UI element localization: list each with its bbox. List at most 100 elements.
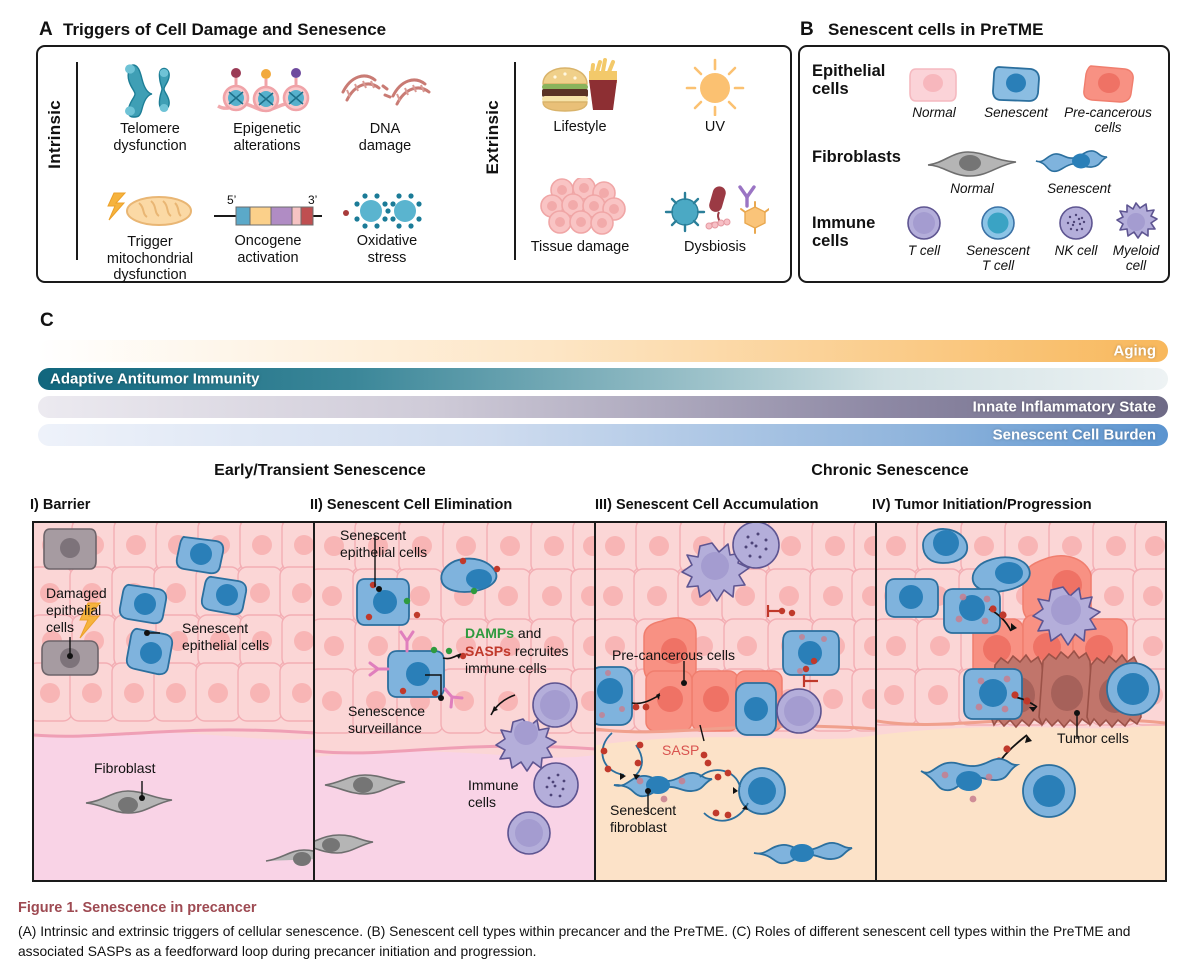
fibroblast-label: Fibroblast <box>94 760 156 776</box>
panel-b-senescent-t-cell: Senescent T cell <box>958 204 1038 274</box>
panel-b-senescent-epithelial-cell: Senescent <box>977 62 1055 121</box>
tumor-cells-label: Tumor cells <box>1057 730 1129 746</box>
panel-b-senescent-epithelial-cell-label: Senescent <box>984 105 1048 120</box>
panel-b-row-epithelial-label: Epithelial cells <box>812 62 886 99</box>
sasps-label: SASPs <box>465 642 511 659</box>
myeloid-cell-icon <box>1106 202 1166 242</box>
bar-senescent-cell-burden: Senescent Cell Burden <box>38 424 1168 446</box>
panel-b-precancerous-cell-label: Pre-cancerous cells <box>1064 105 1152 135</box>
panel-b-title: Senescent cells in PreTME <box>828 20 1044 39</box>
panel-b-t-cell-label: T cell <box>907 243 941 258</box>
tissue-cluster-icon <box>518 178 642 236</box>
bar-innate-inflammatory-state-label: Innate Inflammatory State <box>972 398 1156 416</box>
senescent-fibroblast-label: Senescent fibroblast <box>610 802 677 835</box>
pre-cancerous-cells-label: Pre-cancerous cells <box>612 647 735 663</box>
trigger-epigenetic-alterations: Epigenetic alterations <box>212 60 322 154</box>
senescent-epithelial-cells-label: Senescent epithelial cells <box>182 620 270 653</box>
recruites-label: recruites <box>514 642 569 659</box>
panel-b-normal-epithelial-cell-label: Normal <box>912 105 956 120</box>
immune-cells-text-label: immune cells <box>465 660 547 676</box>
scene-4-header: IV) Tumor Initiation/Progression <box>872 497 1092 513</box>
caption-body: (A) Intrinsic and extrinsic triggers of … <box>18 924 1131 959</box>
scene-senescent-cell-accumulation <box>594 521 879 882</box>
trigger-dna-damage-label: DNA damage <box>358 121 412 154</box>
chromosome-icon <box>95 60 205 118</box>
svg-text:5’: 5’ <box>227 193 236 207</box>
panel-a-group-intrinsic-label: Intrinsic <box>45 100 64 169</box>
bar-adaptive-antitumor-immunity-label: Adaptive Antitumor Immunity <box>50 370 260 388</box>
damps-sasps-annotation: DAMPs and SASPs recruites immune cells <box>465 625 595 678</box>
panel-b-letter: B <box>800 19 814 40</box>
panel-c-letter: C <box>40 310 54 331</box>
panel-b-normal-fibroblast: Normal <box>925 146 1019 197</box>
trigger-lifestyle: Lifestyle <box>525 58 635 136</box>
panel-b-normal-fibroblast-label: Normal <box>950 181 994 196</box>
trigger-oncogene-activation: 5’ 3’ Oncogene activation <box>210 190 326 266</box>
stage-early-transient-senescence: Early/Transient Senescence <box>214 462 426 479</box>
senescent-epithelial-cells-label-2: Senescent epithelial cells <box>340 527 428 560</box>
burger-fries-icon <box>525 58 635 116</box>
t-cell-icon <box>896 204 952 242</box>
caption-title: Figure 1. Senescence in precancer <box>18 900 257 916</box>
broken-dna-icon <box>330 60 440 118</box>
microbes-icon <box>655 178 775 236</box>
panel-b-myeloid-cell: Myeloid cell <box>1106 202 1166 274</box>
panel-b-row-immune-label: Immune cells <box>812 214 876 251</box>
scene-3-header: III) Senescent Cell Accumulation <box>595 497 819 513</box>
scene-2-header: II) Senescent Cell Elimination <box>310 497 513 513</box>
panel-b-senescent-t-cell-label: Senescent T cell <box>966 243 1030 273</box>
bar-innate-inflammatory-state: Innate Inflammatory State <box>38 396 1168 418</box>
trigger-epigenetic-alterations-label: Epigenetic alterations <box>233 121 301 154</box>
scene-barrier <box>32 521 317 882</box>
immune-cells-label: Immune cells <box>468 777 519 810</box>
nucleosome-icon <box>212 60 322 118</box>
trigger-oxidative-stress-label: Oxidative stress <box>356 233 418 266</box>
trigger-uv-label: UV <box>704 119 726 135</box>
and-label: and <box>517 625 542 641</box>
normal-fibroblast-icon <box>925 146 1019 180</box>
svg-text:3’: 3’ <box>308 193 317 207</box>
trigger-mitochondrial-dysfunction: Trigger mitochondrial dysfunction <box>92 185 208 284</box>
sun-icon <box>660 58 770 116</box>
trigger-oncogene-activation-label: Oncogene activation <box>234 233 302 266</box>
trigger-oxidative-stress: Oxidative stress <box>332 188 442 266</box>
trigger-telomere-dysfunction: Telomere dysfunction <box>95 60 205 154</box>
panel-b-precancerous-cell: Pre-cancerous cells <box>1062 62 1154 136</box>
trigger-dysbiosis-label: Dysbiosis <box>683 239 747 255</box>
panel-b-senescent-fibroblast-label: Senescent <box>1047 181 1111 196</box>
senescence-surveillance-label: Senescence surveillance <box>348 703 426 736</box>
scene-1-header: I) Barrier <box>30 497 91 513</box>
bar-aging: Aging <box>38 340 1168 362</box>
gene-construct-icon: 5’ 3’ <box>210 190 326 230</box>
panel-a-intrinsic-rule <box>76 62 78 260</box>
panel-b-senescent-fibroblast: Senescent <box>1031 146 1127 197</box>
damaged-epithelial-cells-label: Damaged epithelial cells <box>46 585 107 635</box>
mitochondria-icon <box>92 185 208 231</box>
bar-aging-label: Aging <box>1113 342 1157 360</box>
trigger-mitochondrial-dysfunction-label: Trigger mitochondrial dysfunction <box>106 234 194 284</box>
scene-senescent-cell-elimination <box>313 521 598 882</box>
trigger-dna-damage: DNA damage <box>330 60 440 154</box>
precancerous-cell-icon <box>1062 62 1154 104</box>
panel-b-nk-cell: NK cell <box>1043 204 1109 259</box>
trigger-lifestyle-label: Lifestyle <box>553 119 607 135</box>
senescent-t-cell-icon <box>958 204 1038 242</box>
panel-a-letter: A <box>39 19 53 40</box>
damps-label: DAMPs <box>465 625 515 641</box>
scene-tumor-initiation-progression <box>875 521 1167 882</box>
trigger-telomere-dysfunction-label: Telomere dysfunction <box>113 121 187 154</box>
panel-b-row-fibroblasts-label: Fibroblasts <box>812 148 901 166</box>
panel-b-myeloid-cell-label: Myeloid cell <box>1112 243 1160 273</box>
ros-icon <box>332 188 442 230</box>
sasp-label: SASP <box>662 742 700 758</box>
panel-b-normal-epithelial-cell: Normal <box>903 62 965 121</box>
trigger-uv: UV <box>660 58 770 136</box>
panel-b-t-cell: T cell <box>896 204 952 259</box>
senescent-epithelial-cell-icon <box>977 62 1055 104</box>
panel-b-nk-cell-label: NK cell <box>1054 243 1098 258</box>
normal-epithelial-cell-icon <box>903 62 965 104</box>
stage-chronic-senescence: Chronic Senescence <box>811 462 969 479</box>
panel-a-group-extrinsic-label: Extrinsic <box>483 100 502 175</box>
trigger-dysbiosis: Dysbiosis <box>655 178 775 256</box>
